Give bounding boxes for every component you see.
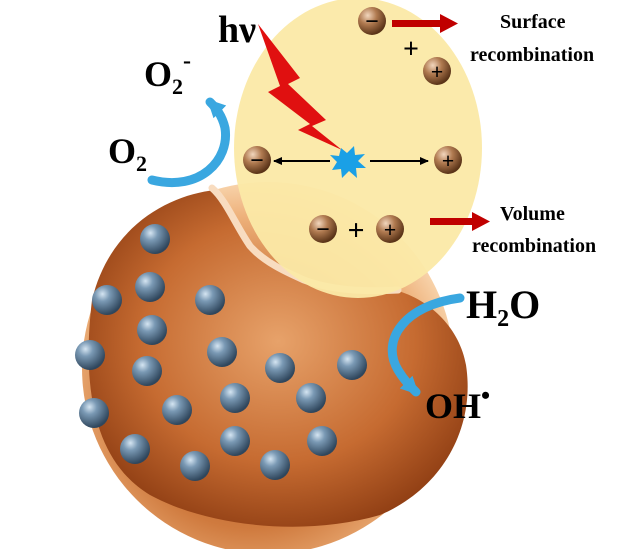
catalyst-particle <box>120 434 150 464</box>
catalyst-particle <box>195 285 225 315</box>
catalyst-particle <box>220 426 250 456</box>
volume-recombination-label: Volume recombination <box>472 203 596 257</box>
svg-text:+: + <box>384 217 397 242</box>
svg-text:−: − <box>316 217 330 243</box>
oxygen-reactant-label: O2 <box>108 131 147 176</box>
carrier-electron-bottom: − <box>309 215 337 243</box>
catalyst-particle <box>265 353 295 383</box>
spark-icon <box>330 146 366 178</box>
svg-text:−: − <box>365 9 379 35</box>
catalyst-particle <box>79 398 109 428</box>
carrier-hole-bottom: + <box>376 215 404 243</box>
carrier-electron-middle: − <box>243 146 271 174</box>
catalyst-particle <box>137 315 167 345</box>
catalyst-particle <box>140 224 170 254</box>
water-reactant-label: H2O <box>466 282 540 332</box>
catalyst-particle <box>337 350 367 380</box>
catalyst-particle <box>307 426 337 456</box>
volume-plus-sign: + <box>347 214 364 247</box>
svg-text:−: − <box>250 148 264 174</box>
light-label: hν <box>218 9 256 51</box>
surface-recombination-arrow <box>392 14 458 33</box>
catalyst-particle <box>92 285 122 315</box>
carrier-hole-top: + <box>423 57 451 85</box>
surface-plus-sign: + <box>403 34 419 65</box>
catalyst-particle <box>135 272 165 302</box>
svg-text:+: + <box>442 148 455 173</box>
catalyst-particle <box>260 450 290 480</box>
volume-recombination-arrow <box>430 212 490 231</box>
catalyst-particle <box>180 451 210 481</box>
catalyst-particle <box>296 383 326 413</box>
catalyst-particle <box>207 337 237 367</box>
hydroxyl-product-label: OH• <box>425 381 490 426</box>
catalyst-particle <box>132 356 162 386</box>
oxygen-reduction-arrow <box>147 97 231 188</box>
carrier-hole-middle: + <box>434 146 462 174</box>
catalyst-particle <box>75 340 105 370</box>
catalyst-particle <box>220 383 250 413</box>
surface-recombination-label: Surface recombination <box>470 11 594 66</box>
svg-text:+: + <box>431 59 444 84</box>
oxygen-product-label: O2- <box>144 48 191 99</box>
catalyst-particle <box>162 395 192 425</box>
light-bolt-icon <box>258 24 342 150</box>
water-oxidation-arrow <box>387 293 465 397</box>
catalyst-particles <box>75 224 367 481</box>
carrier-electron-top: − <box>358 7 386 35</box>
